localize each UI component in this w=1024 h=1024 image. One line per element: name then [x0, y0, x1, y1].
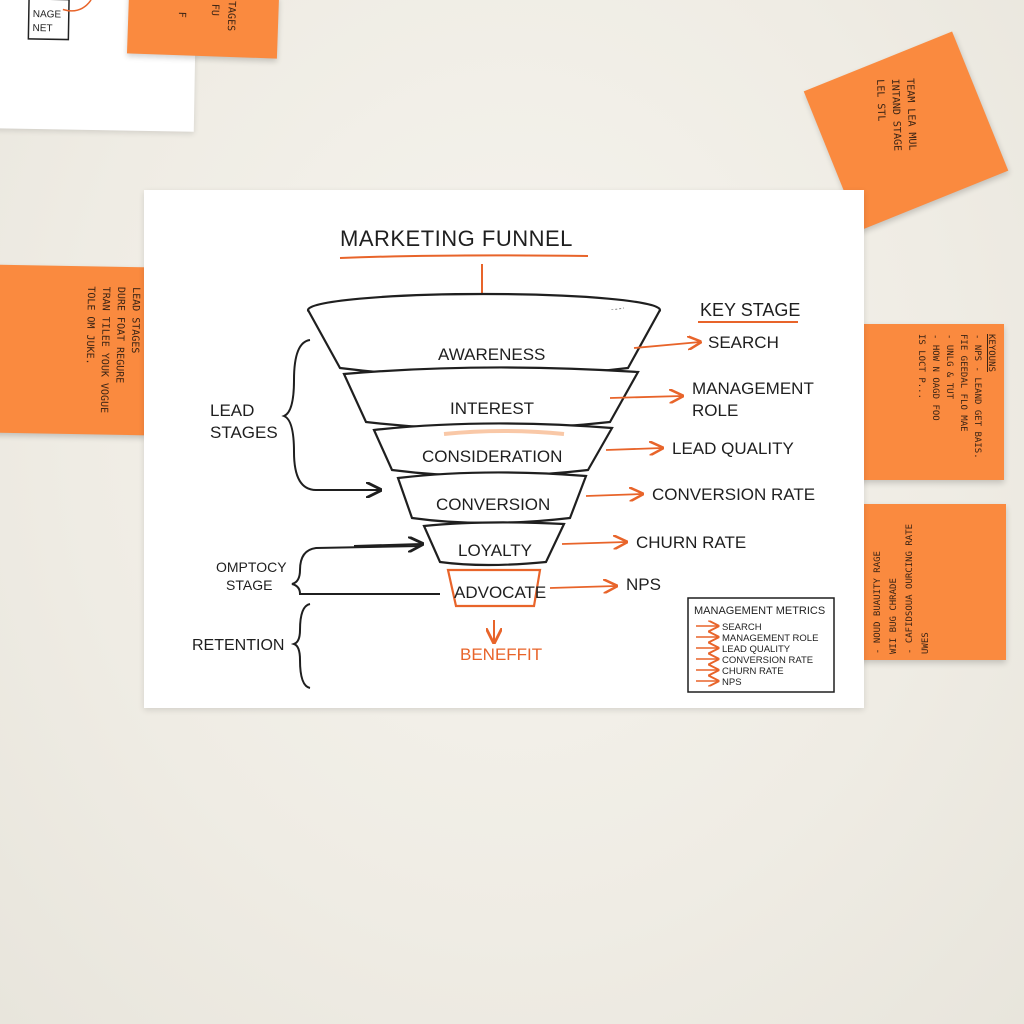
stage-label-consideration: CONSIDERATION — [422, 447, 562, 466]
sticky-right-1-line-3: - UNLG & TUT — [944, 334, 954, 400]
top-left-paper-arrow — [62, 0, 92, 12]
retention-bracket — [290, 603, 311, 689]
metric-arrow-nps — [549, 586, 616, 588]
top-left-paper-text-2: NET — [32, 23, 52, 34]
metric-arrow-management-role — [609, 396, 682, 398]
stage-band-advocate — [446, 568, 542, 608]
funnel-paper: MARKETING FUNNEL AWARENESS INTEREST CONS… — [144, 190, 864, 708]
title-underline — [339, 254, 589, 259]
sticky-right-2-line-4: UWES — [921, 632, 931, 654]
sticky-note-left: LEAD STAGES DURE FOAT REGURE TRAN TILEE … — [0, 264, 150, 436]
metric-label-management: MANAGEMENT — [692, 379, 814, 398]
lead-stages-label-1: LEAD — [210, 401, 254, 420]
metric-arrow-search — [633, 342, 700, 348]
sticky-left-line-3: TRAN TILEE YOUK VOGUE — [97, 286, 112, 414]
diagram-title: MARKETING FUNNEL — [340, 226, 573, 251]
legend-item: CHURN RATE — [722, 666, 784, 677]
key-stage-heading: KEY STAGE — [700, 300, 800, 320]
sticky-top-text-3: F — [175, 11, 187, 18]
sticky-left-line-1: LEAD STAGES — [128, 287, 142, 354]
sticky-top-text-1: TAGES — [224, 0, 237, 32]
retention-label: RETENTION — [192, 637, 284, 654]
metric-label-conversion-rate: CONVERSION RATE — [652, 485, 815, 504]
sticky-right-2-line-3: - CAFIDSOUA OURCING RATE — [905, 523, 915, 654]
stage-label-awareness: AWARENESS — [438, 345, 545, 364]
consideration-highlight — [443, 429, 565, 436]
stage-band-loyalty — [422, 521, 566, 567]
lead-stages-label-2: STAGES — [210, 423, 278, 442]
legend-title: MANAGEMENT METRICS — [694, 605, 825, 617]
legend-item: NPS — [722, 677, 742, 688]
metric-label-search: SEARCH — [708, 333, 779, 352]
stage-label-advocate: ADVOCATE — [454, 583, 546, 602]
sticky-note-top: TAGES FU F — [126, 0, 280, 59]
legend-item: MANAGEMENT ROLE — [722, 633, 818, 644]
sticky-right-2-line-1: - NOUD BUAUITY RAGE — [873, 551, 883, 654]
lead-stages-bracket — [281, 339, 380, 490]
metric-arrow-conversion-rate — [585, 494, 642, 496]
top-left-paper-drawing: NAGE NET — [27, 0, 92, 41]
omptocy-label-2: STAGE — [226, 577, 272, 593]
metric-label-role: ROLE — [692, 401, 738, 420]
metric-arrow-lead-quality — [605, 448, 662, 450]
sticky-right-1-line-4: - HOW N OAGD FOO — [930, 334, 940, 421]
stage-label-conversion: CONVERSION — [436, 495, 550, 514]
top-left-paper: NAGE NET — [0, 0, 197, 132]
stage-label-loyalty: LOYALTY — [458, 541, 532, 560]
stage-label-interest: INTEREST — [450, 399, 534, 418]
top-left-paper-text-1: NAGE — [33, 9, 62, 20]
sticky-right-1-heading: KEYOUNS — [986, 334, 996, 372]
sticky-right-1-line-5: IS LOCT P... — [916, 334, 926, 400]
sticky-left-line-2: DURE FOAT REGURE — [113, 286, 127, 384]
legend-item: SEARCH — [722, 622, 762, 633]
sticky-right-1-line-2: FIE GEEDAL FLO MAE — [958, 334, 968, 432]
benefit-label: BENEFFIT — [460, 645, 542, 664]
legend-item: LEAD QUALITY — [722, 644, 791, 655]
sticky-right-2-line-2: WII BUG CHRADE — [889, 578, 899, 654]
metric-label-lead-quality: LEAD QUALITY — [672, 439, 794, 458]
metric-label-nps: NPS — [626, 575, 661, 594]
sticky-top-text-2: FU — [208, 3, 221, 17]
stage-band-conversion — [396, 471, 588, 525]
sticky-note-right-2: LEAD STAGIFT - NOUD BUAUITY RAGE WII BUG… — [846, 504, 1006, 660]
metric-label-churn-rate: CHURN RATE — [636, 533, 746, 552]
sticky-note-right-1: KEYOUNS - NPS - LEAND GET BAIS. FIE GEED… — [848, 324, 1004, 480]
legend-item: CONVERSION RATE — [722, 655, 813, 666]
sticky-right-1-line-1: - NPS - LEAND GET BAIS. — [972, 334, 982, 459]
omptocy-label-1: OMPTOCY — [216, 559, 287, 575]
funnel-diagram: MARKETING FUNNEL AWARENESS INTEREST CONS… — [192, 226, 835, 693]
omptocy-bracket — [291, 545, 440, 595]
legend-items: SEARCH MANAGEMENT ROLE LEAD QUALITY CONV… — [696, 622, 818, 688]
omptocy-arrow — [353, 544, 422, 546]
metric-arrow-churn-rate — [561, 542, 626, 544]
